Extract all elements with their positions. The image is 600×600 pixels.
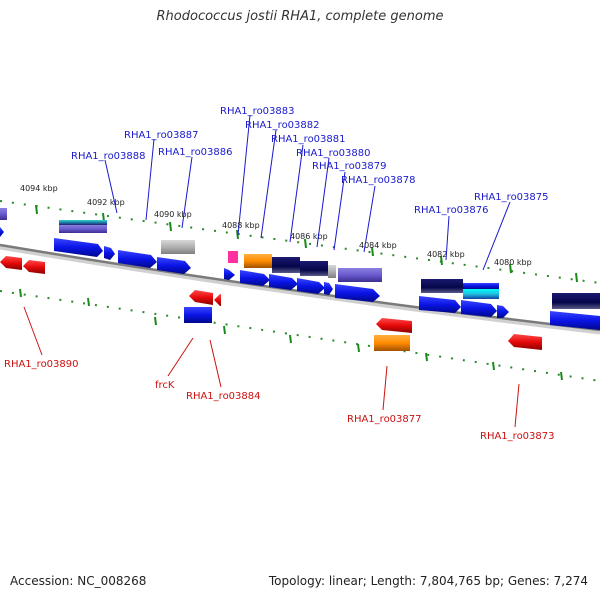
- feature-block[interactable]: [184, 307, 212, 323]
- gene-label[interactable]: RHA1_ro03884: [186, 391, 261, 402]
- feature-block[interactable]: [338, 268, 382, 282]
- forward-gene[interactable]: [118, 250, 157, 268]
- gene-label[interactable]: frcK: [155, 380, 175, 391]
- gene-label[interactable]: RHA1_ro03878: [341, 175, 416, 186]
- scale-label: 4082 kbp: [427, 250, 465, 259]
- feature-block[interactable]: [328, 265, 336, 278]
- reverse-gene[interactable]: [508, 334, 542, 350]
- reverse-gene[interactable]: [23, 260, 45, 274]
- forward-gene[interactable]: [157, 257, 191, 274]
- annotation-track-upper: [0, 208, 600, 309]
- forward-gene[interactable]: [461, 300, 497, 317]
- forward-gene[interactable]: [297, 278, 325, 294]
- forward-gene[interactable]: [240, 270, 270, 286]
- feature-block[interactable]: [272, 257, 300, 273]
- gene-label[interactable]: RHA1_ro03879: [312, 161, 387, 172]
- forward-gene[interactable]: [269, 274, 298, 290]
- forward-gene[interactable]: [104, 246, 115, 260]
- forward-gene[interactable]: [497, 305, 509, 318]
- feature-block[interactable]: [0, 208, 7, 220]
- gene-label[interactable]: RHA1_ro03875: [474, 192, 549, 203]
- gene-label[interactable]: RHA1_ro03890: [4, 359, 79, 370]
- gene-label[interactable]: RHA1_ro03876: [414, 205, 489, 216]
- feature-block[interactable]: [552, 293, 600, 309]
- scale-label: 4084 kbp: [359, 241, 397, 250]
- reverse-gene[interactable]: [214, 294, 221, 306]
- gene-label[interactable]: RHA1_ro03887: [124, 130, 199, 141]
- feature-block[interactable]: [161, 240, 195, 254]
- forward-gene[interactable]: [224, 268, 235, 280]
- forward-gene[interactable]: [335, 284, 380, 302]
- scale-label: 4092 kbp: [87, 198, 125, 207]
- feature-block[interactable]: [244, 254, 272, 268]
- scale-label: 4080 kbp: [494, 258, 532, 267]
- lower-tick-track: [0, 288, 600, 382]
- reverse-gene[interactable]: [189, 290, 213, 305]
- scale-label: 4088 kbp: [222, 221, 260, 230]
- scale-label: 4086 kbp: [290, 232, 328, 241]
- scale-label: 4090 kbp: [154, 210, 192, 219]
- gene-label[interactable]: RHA1_ro03873: [480, 431, 555, 442]
- feature-block[interactable]: [463, 283, 499, 289]
- gene-label[interactable]: RHA1_ro03881: [271, 134, 346, 145]
- accession-text: Accession: NC_008268: [10, 574, 147, 588]
- scale-label: 4094 kbp: [20, 184, 58, 193]
- feature-block[interactable]: [300, 261, 328, 276]
- gene-label[interactable]: RHA1_ro03888: [71, 151, 146, 162]
- forward-gene[interactable]: [419, 296, 461, 313]
- gene-label[interactable]: RHA1_ro03882: [245, 120, 320, 131]
- forward-gene[interactable]: [324, 282, 333, 295]
- upper-tick-track: [0, 200, 600, 284]
- gene-label[interactable]: RHA1_ro03877: [347, 414, 422, 425]
- feature-block[interactable]: [463, 289, 499, 299]
- reverse-gene[interactable]: [0, 256, 22, 270]
- forward-gene[interactable]: [550, 311, 600, 330]
- genome-title: Rhodococcus jostii RHA1, complete genome: [156, 9, 444, 24]
- forward-gene[interactable]: [0, 227, 4, 237]
- forward-cds-track: [0, 227, 600, 330]
- genome-summary: Topology: linear; Length: 7,804,765 bp; …: [268, 574, 588, 588]
- gene-label[interactable]: RHA1_ro03883: [220, 106, 295, 117]
- feature-block[interactable]: [59, 225, 107, 233]
- feature-block[interactable]: [228, 251, 238, 263]
- feature-block[interactable]: [374, 335, 410, 351]
- reverse-cds-track: [0, 256, 542, 350]
- forward-gene[interactable]: [54, 238, 103, 257]
- feature-block[interactable]: [59, 220, 107, 225]
- feature-block[interactable]: [421, 279, 463, 293]
- gene-label[interactable]: RHA1_ro03880: [296, 148, 371, 159]
- gene-label[interactable]: RHA1_ro03886: [158, 147, 233, 158]
- annotation-track-lower: [184, 307, 410, 351]
- reverse-gene[interactable]: [376, 318, 412, 333]
